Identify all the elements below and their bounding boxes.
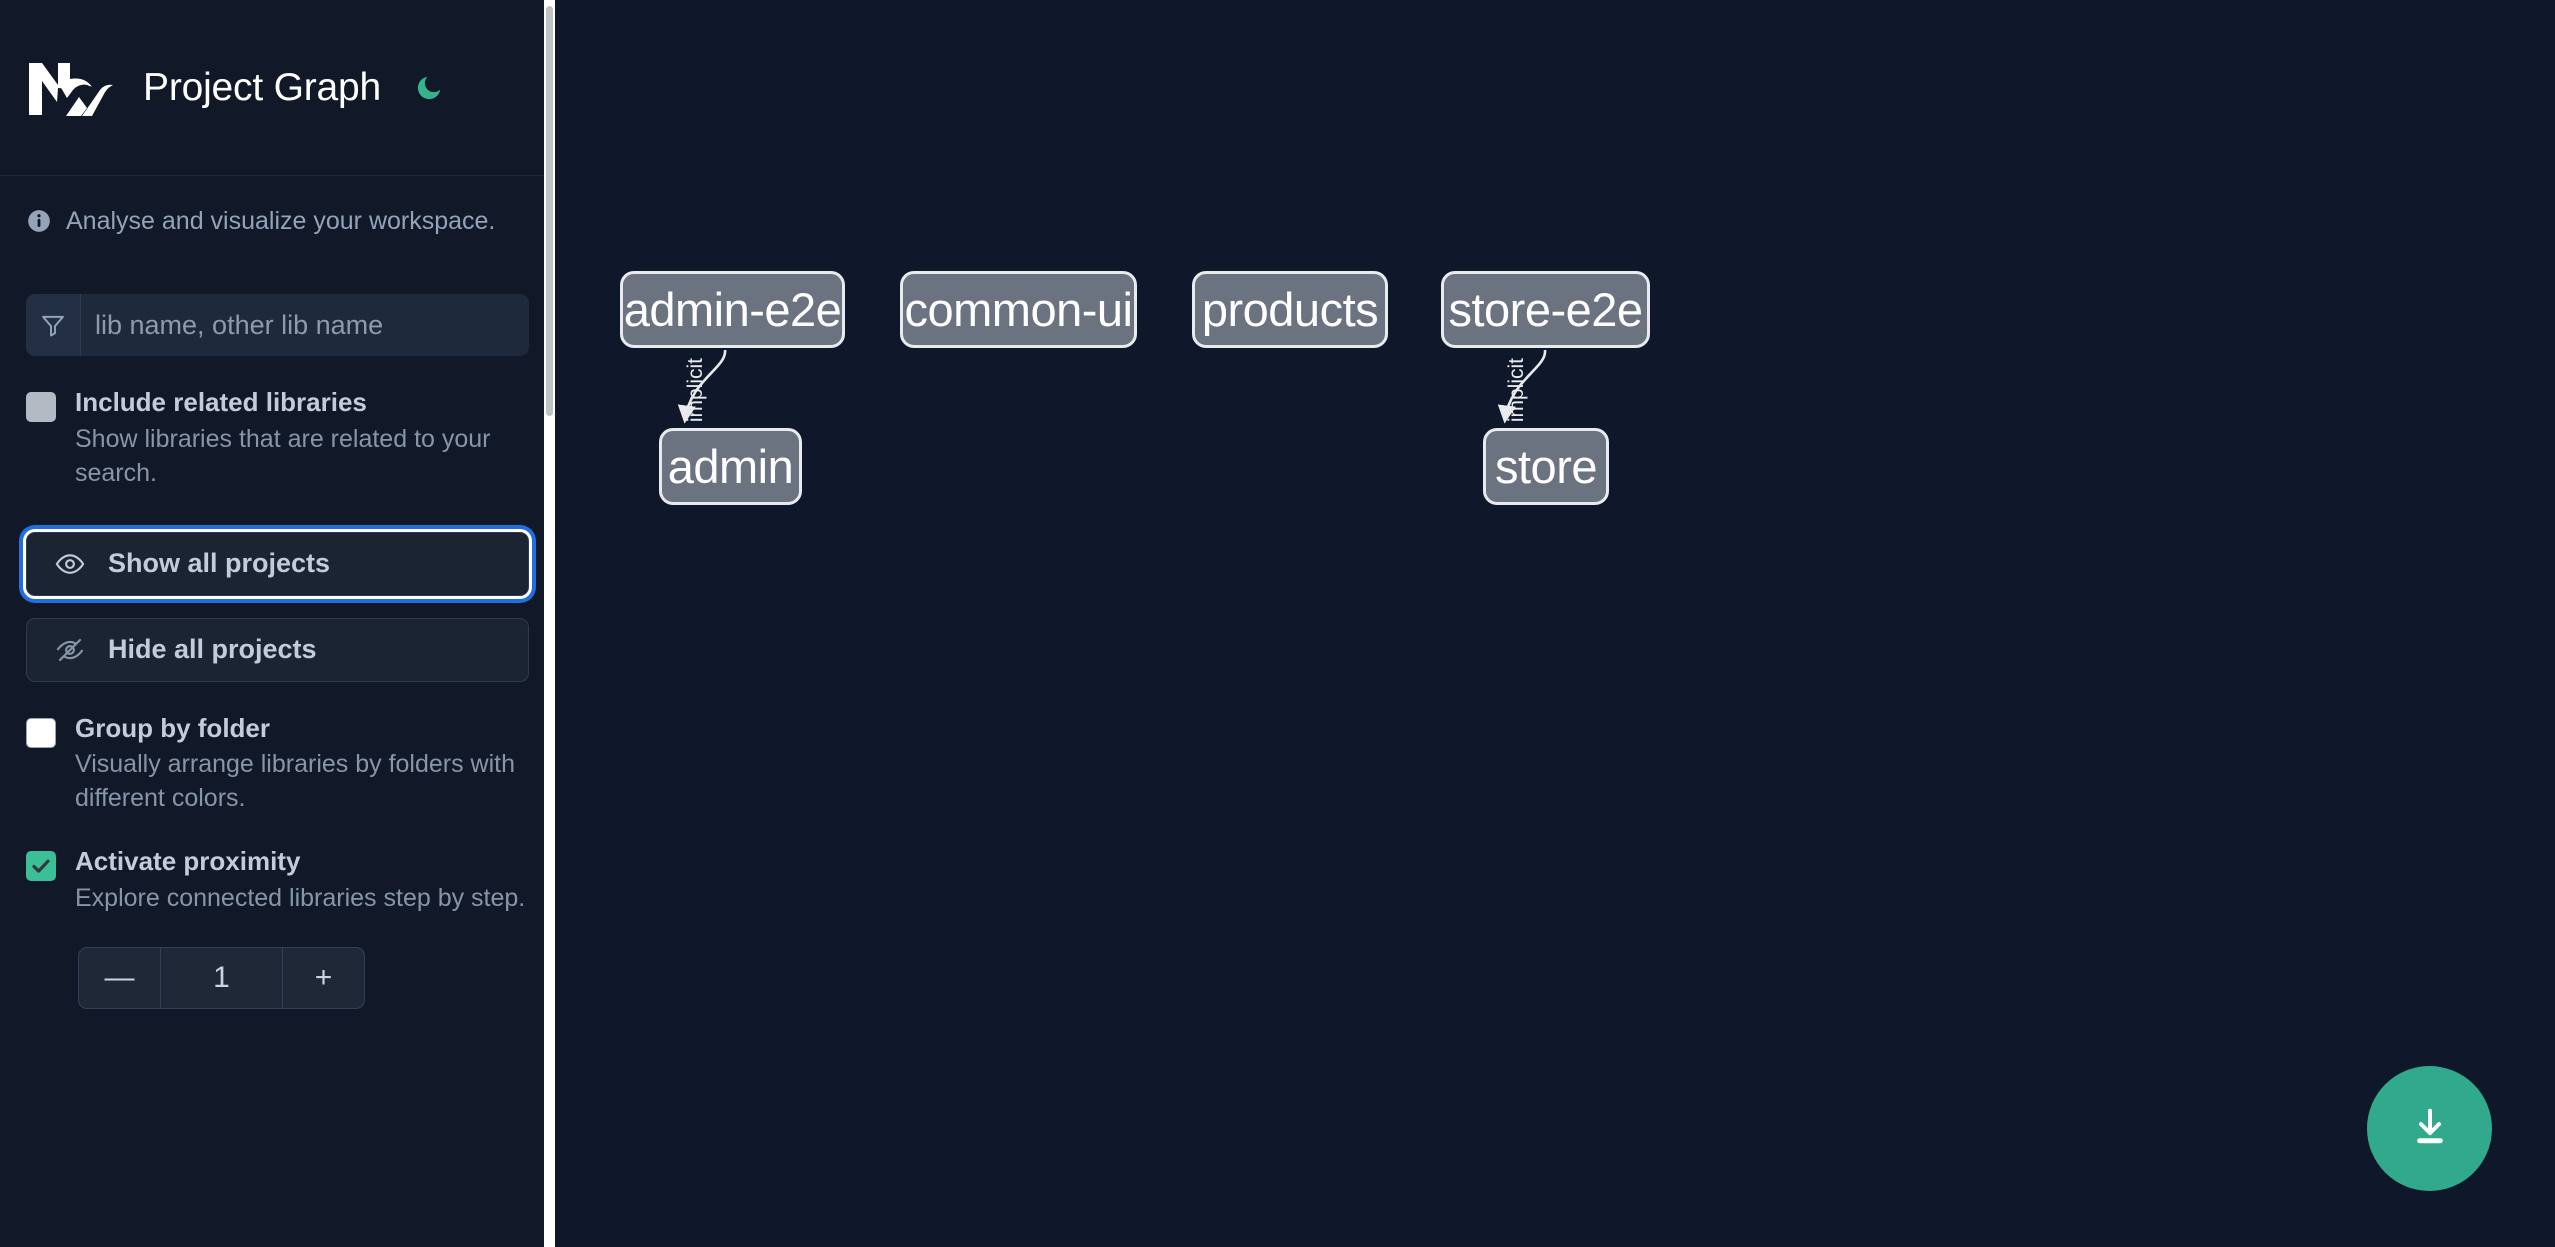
graph-edge-label-admin: implicit <box>684 358 707 423</box>
graph-node-label: admin <box>667 440 794 493</box>
sidebar-body: Include related libraries Show libraries… <box>0 294 555 1009</box>
sidebar-tagline: Analyse and visualize your workspace. <box>0 176 555 266</box>
proximity-value: 1 <box>213 960 230 994</box>
option-description: Explore connected libraries step by step… <box>75 883 526 912</box>
graph-node-store-e2e[interactable]: store-e2e <box>1441 271 1650 348</box>
option-description: Show libraries that are related to your … <box>75 424 491 487</box>
proximity-decrement-button[interactable]: — <box>79 947 161 1008</box>
option-include-related-libraries[interactable]: Include related libraries Show libraries… <box>26 386 529 490</box>
option-activate-proximity[interactable]: Activate proximity Explore connected lib… <box>26 845 529 915</box>
search-box[interactable] <box>26 294 529 356</box>
info-icon <box>26 208 52 234</box>
graph-node-label: store-e2e <box>1448 283 1643 336</box>
hide-all-projects-label: Hide all projects <box>108 634 317 664</box>
option-title: Include related libraries <box>75 387 367 417</box>
proximity-increment-button[interactable]: + <box>282 947 364 1008</box>
show-all-projects-button[interactable]: Show all projects <box>26 531 529 596</box>
option-title: Activate proximity <box>75 846 301 876</box>
graph-node-products[interactable]: products <box>1192 271 1388 348</box>
moon-icon[interactable] <box>410 69 448 107</box>
graph-node-store[interactable]: store <box>1483 428 1609 505</box>
group-by-folder-checkbox[interactable] <box>26 717 56 748</box>
download-icon <box>2407 1104 2453 1153</box>
project-visibility-buttons: Show all projects Hide all projects <box>26 531 529 682</box>
graph-node-label: common-ui <box>904 283 1133 336</box>
option-title: Group by folder <box>75 712 270 743</box>
graph-node-admin-e2e[interactable]: admin-e2e <box>620 271 845 348</box>
graph-node-label: products <box>1201 283 1379 336</box>
filter-funnel-icon <box>26 294 81 356</box>
graph-canvas[interactable]: admin-e2e common-ui products store-e2e a… <box>555 0 2555 1247</box>
option-text: Group by folder Visually arrange librari… <box>75 712 529 816</box>
graph-edges <box>677 349 1547 424</box>
hide-all-projects-button[interactable]: Hide all projects <box>26 617 529 682</box>
page-title: Project Graph <box>143 65 382 109</box>
proximity-stepper: — 1 + <box>78 946 365 1009</box>
option-group-by-folder[interactable]: Group by folder Visually arrange librari… <box>26 712 529 816</box>
option-description: Visually arrange libraries by folders wi… <box>75 750 516 812</box>
graph-node-label: store <box>1495 440 1598 493</box>
eye-off-icon <box>54 634 86 666</box>
graph-node-label: admin-e2e <box>623 283 842 336</box>
search-input[interactable] <box>81 294 529 356</box>
show-all-projects-label: Show all projects <box>108 548 331 578</box>
option-text: Include related libraries Show libraries… <box>75 386 529 490</box>
option-text: Activate proximity Explore connected lib… <box>75 845 525 915</box>
sidebar-scrollbar-thumb[interactable] <box>546 6 553 416</box>
download-graph-button[interactable] <box>2367 1066 2492 1191</box>
sidebar-tagline-text: Analyse and visualize your workspace. <box>66 206 496 235</box>
graph-edge-label-store: implicit <box>1505 358 1528 423</box>
eye-icon <box>54 548 86 580</box>
sidebar-scrollbar[interactable] <box>544 0 555 1247</box>
graph-node-common-ui[interactable]: common-ui <box>900 271 1137 348</box>
sidebar-header: Project Graph <box>0 0 555 176</box>
include-related-libraries-checkbox[interactable] <box>26 392 56 422</box>
activate-proximity-checkbox[interactable] <box>26 851 56 881</box>
sidebar: Project Graph Analyse and visualize your… <box>0 0 555 1247</box>
nx-logo-icon <box>26 59 118 117</box>
graph-node-admin[interactable]: admin <box>659 428 802 505</box>
